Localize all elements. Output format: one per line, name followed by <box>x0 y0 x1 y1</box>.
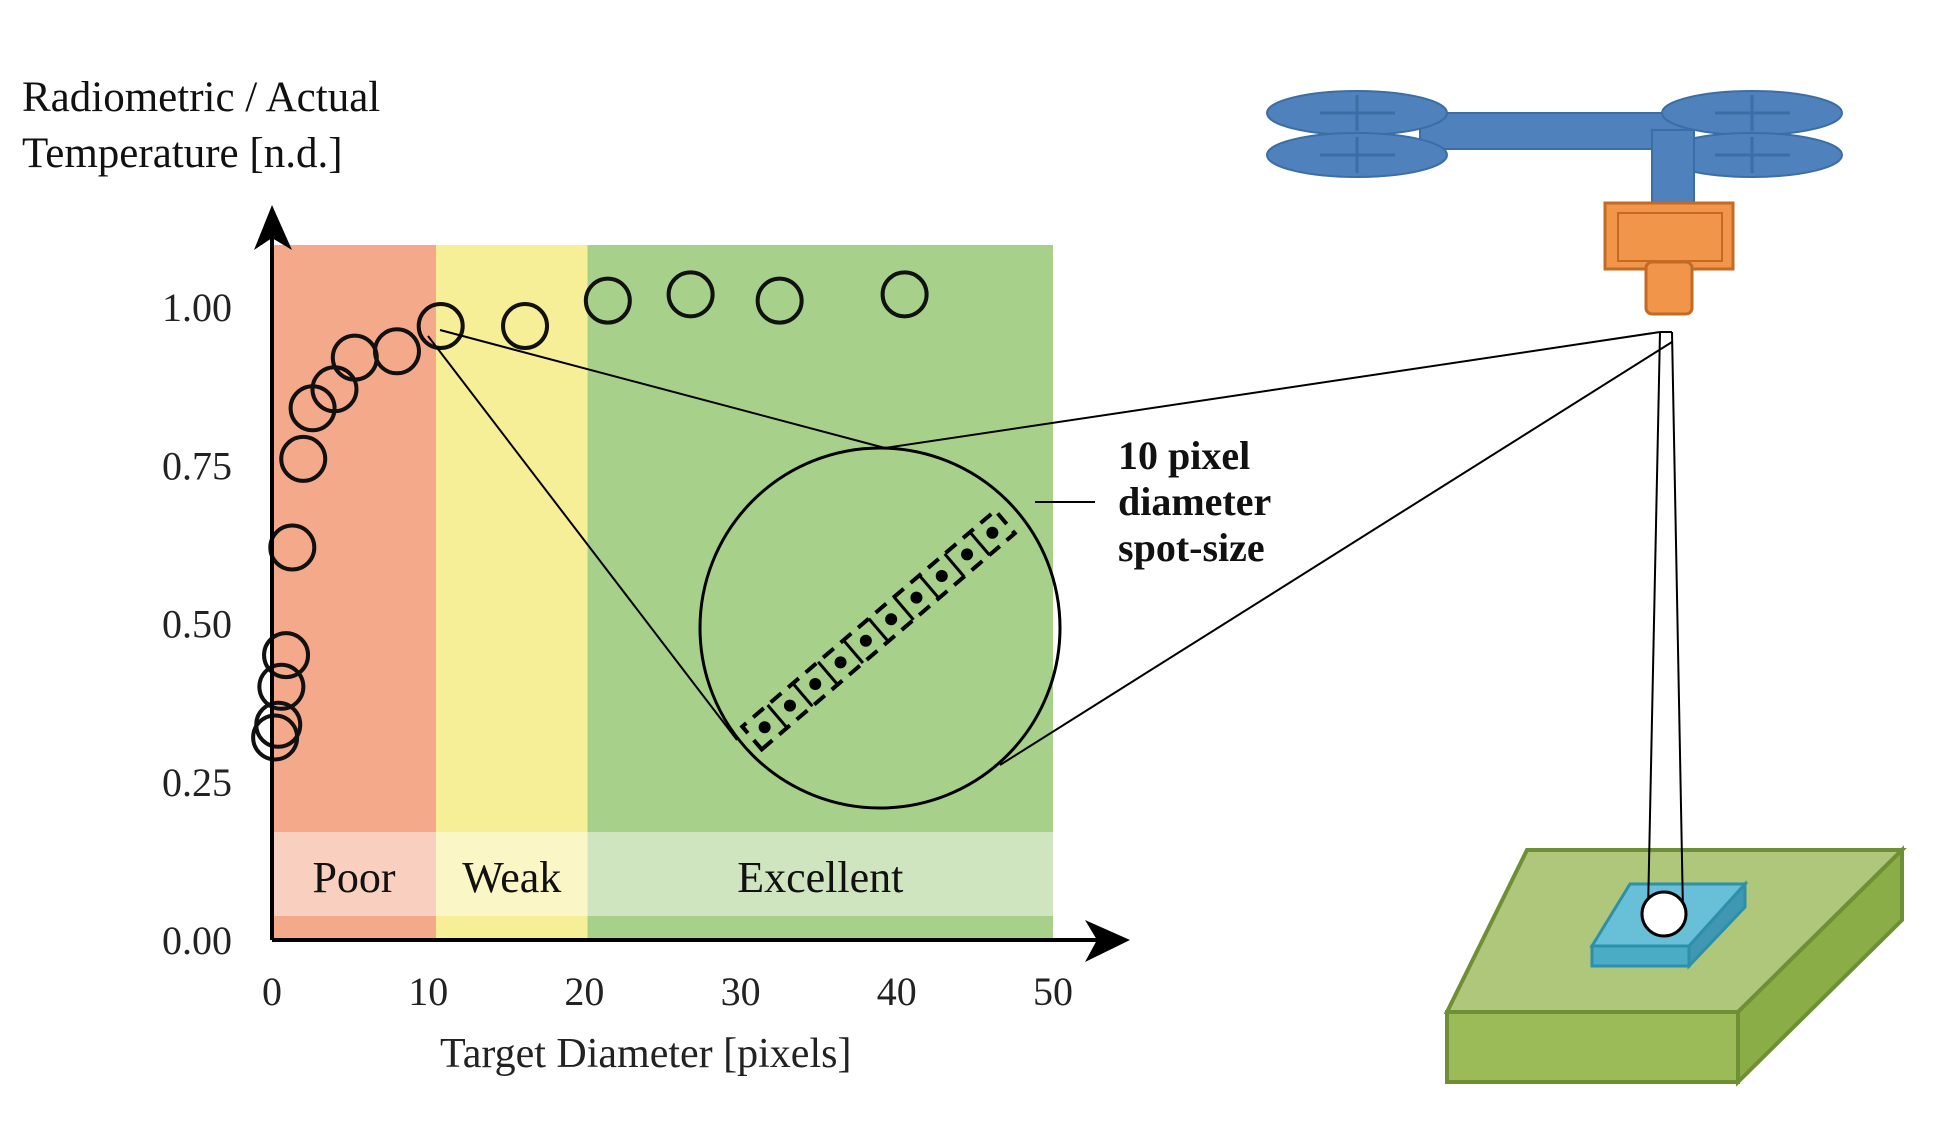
pixel-divider <box>867 617 890 643</box>
x-tick-label: 50 <box>1033 969 1073 1014</box>
pixel-dot <box>834 656 847 669</box>
pixel-divider <box>968 531 991 556</box>
camera-icon <box>1603 201 1735 316</box>
zoom-inset <box>427 329 1095 810</box>
chart-axes: 0 10 20 30 40 50 0.00 0.25 0.50 0.75 1.00 <box>162 205 1130 1014</box>
zone-label-poor: Poor <box>312 853 395 902</box>
zone-label-band-weak <box>436 832 588 916</box>
y-tick-label: 0.25 <box>162 760 232 805</box>
x-tick-label: 40 <box>877 969 917 1014</box>
y-axis-label: Radiometric / Actual Temperature [n.d.] <box>22 70 380 182</box>
pixel-dot <box>809 678 822 690</box>
annotation-line-1: 10 pixel <box>1118 433 1251 478</box>
pixel-dot <box>783 699 796 712</box>
pixel-dot <box>885 613 898 626</box>
spot-size-annotation: 10 pixel diameter spot-size <box>1118 433 1271 571</box>
field-of-view-lines <box>884 331 1684 913</box>
zone-poor <box>272 245 437 940</box>
pixel-spot-strip <box>739 507 1018 753</box>
data-point <box>254 700 303 749</box>
zoom-circle <box>698 446 1062 810</box>
x-tick-label: 0 <box>262 969 282 1014</box>
y-axis-label-line-2: Temperature [n.d.] <box>22 130 343 177</box>
pixel-divider <box>918 574 940 600</box>
y-tick-label: 0.00 <box>162 918 232 963</box>
pixel-dot <box>910 591 923 604</box>
pixel-dot <box>859 634 872 647</box>
annotation-line-2: diameter <box>1118 479 1272 524</box>
pixel-dot <box>986 526 999 539</box>
data-point <box>262 631 311 680</box>
pixel-dot <box>935 570 948 582</box>
pixel-divider <box>817 660 839 686</box>
y-axis-arrow <box>254 205 292 250</box>
pixel-dot <box>758 721 771 734</box>
zone-weak <box>436 245 588 940</box>
pixel-divider <box>766 704 789 729</box>
x-axis-label: Target Diameter [pixels] <box>440 1031 852 1077</box>
y-tick-label: 0.75 <box>162 443 232 488</box>
data-point <box>501 301 550 350</box>
x-tick-label: 20 <box>564 969 604 1014</box>
data-point <box>583 276 632 325</box>
y-axis-label-line-1: Radiometric / Actual <box>22 74 381 121</box>
chart-marks <box>251 270 929 762</box>
drone-icon <box>1266 90 1843 209</box>
zone-label-band-poor <box>272 832 437 916</box>
spot-circle <box>1640 890 1688 938</box>
x-tick-label: 10 <box>408 969 448 1014</box>
zone-label-excellent: Excellent <box>737 853 903 902</box>
data-point <box>416 301 465 350</box>
data-point <box>279 434 328 483</box>
pixel-divider <box>791 682 814 708</box>
zone-label-band-excellent <box>587 832 1053 916</box>
zone-backgrounds <box>272 245 1053 940</box>
pixel-divider <box>943 552 966 578</box>
x-tick-label: 30 <box>721 969 761 1014</box>
pixel-divider <box>842 639 865 664</box>
y-tick-label: 1.00 <box>162 285 232 330</box>
data-point <box>880 270 929 319</box>
data-point <box>372 327 421 376</box>
x-axis-arrow <box>1085 920 1130 962</box>
data-point <box>755 276 804 325</box>
data-point <box>257 662 306 711</box>
pixel-dot <box>961 548 974 561</box>
pixel-divider <box>892 596 915 621</box>
zone-labels: Poor Weak Excellent <box>272 832 1053 916</box>
zone-excellent <box>587 245 1053 940</box>
zone-label-weak: Weak <box>462 853 561 902</box>
y-tick-label: 0.50 <box>162 602 232 647</box>
data-point <box>666 270 715 319</box>
annotation-line-3: spot-size <box>1118 525 1265 570</box>
